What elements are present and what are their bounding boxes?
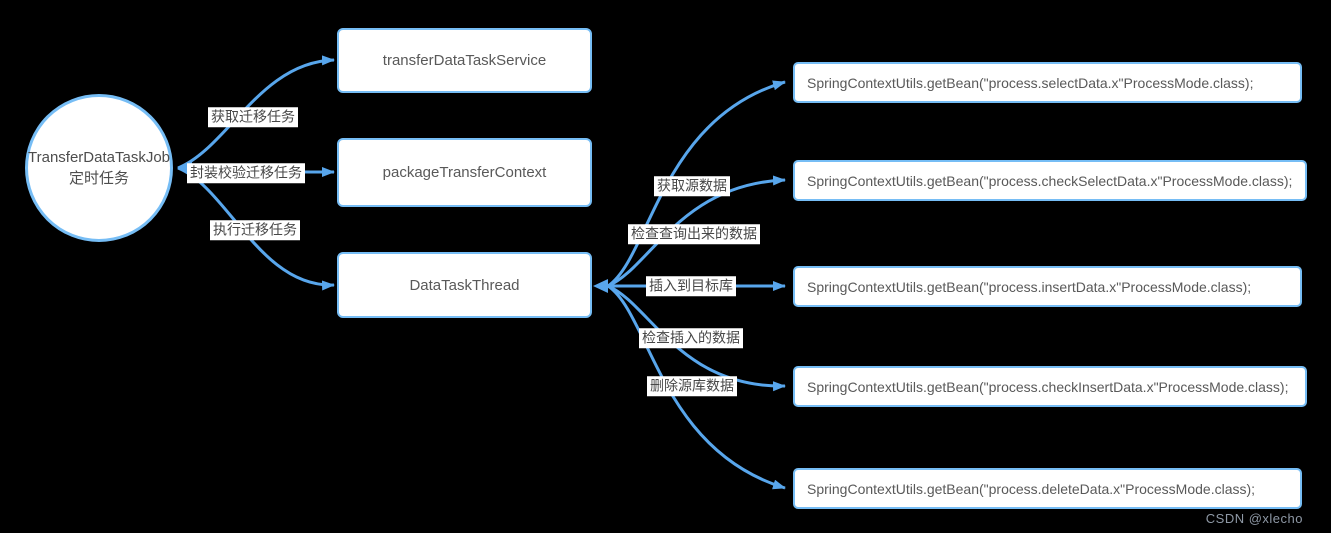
node-package-transfer-context: packageTransferContext [337, 138, 592, 207]
node-label: SpringContextUtils.getBean("process.chec… [807, 172, 1293, 189]
node-label: SpringContextUtils.getBean("process.sele… [807, 74, 1254, 91]
node-getbean-insertdata: SpringContextUtils.getBean("process.inse… [793, 266, 1302, 307]
edge-label-delete-source-data: 删除源库数据 [647, 376, 737, 396]
node-title-line1: TransferDataTaskJob [28, 149, 171, 166]
csdn-watermark: CSDN @xlecho [1205, 511, 1303, 526]
edge-label-execute-migration-task: 执行迁移任务 [210, 220, 300, 240]
edge-label-check-queried-data: 检查查询出来的数据 [628, 224, 760, 244]
node-transfer-data-task-service: transferDataTaskService [337, 28, 592, 93]
node-title-line2: 定时任务 [68, 170, 129, 187]
arrowhead-into-thread-icon [593, 279, 608, 293]
node-data-task-thread: DataTaskThread [337, 252, 592, 318]
edge-label-get-migration-task: 获取迁移任务 [208, 107, 298, 127]
node-label: transferDataTaskService [382, 52, 547, 69]
node-transfer-data-task-job: TransferDataTaskJob 定时任务 [25, 94, 173, 242]
edge-label-check-inserted-data: 检查插入的数据 [639, 328, 743, 348]
edge-label-insert-into-target: 插入到目标库 [646, 276, 736, 296]
node-getbean-checkinsertdata: SpringContextUtils.getBean("process.chec… [793, 366, 1307, 407]
node-getbean-selectdata: SpringContextUtils.getBean("process.sele… [793, 62, 1302, 103]
node-label: SpringContextUtils.getBean("process.inse… [807, 278, 1252, 295]
node-label: packageTransferContext [382, 164, 547, 181]
edge-label-get-source-data: 获取源数据 [654, 176, 730, 196]
edge-label-package-verify-migration-task: 封装校验迁移任务 [187, 163, 305, 183]
node-getbean-checkselectdata: SpringContextUtils.getBean("process.chec… [793, 160, 1307, 201]
node-label: DataTaskThread [409, 276, 520, 294]
node-getbean-deletedata: SpringContextUtils.getBean("process.dele… [793, 468, 1302, 509]
node-label: SpringContextUtils.getBean("process.chec… [807, 378, 1289, 395]
node-label: SpringContextUtils.getBean("process.dele… [807, 480, 1256, 497]
